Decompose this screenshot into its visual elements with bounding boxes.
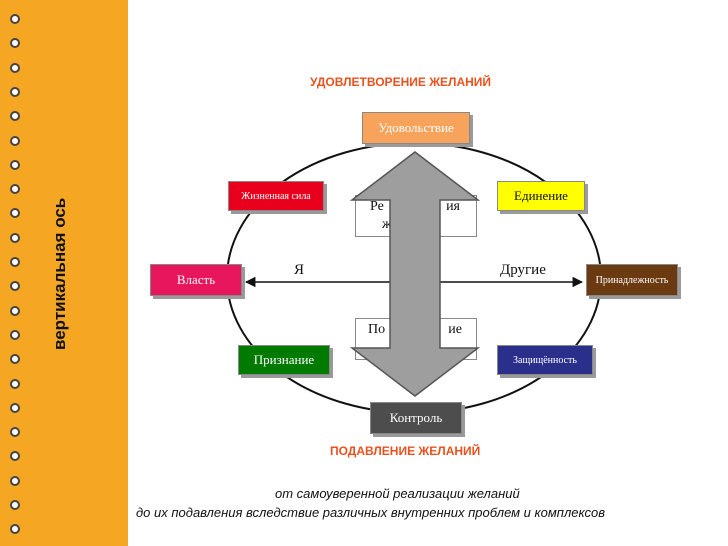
node-control: Контроль (370, 402, 462, 434)
bullet-dot (10, 354, 20, 365)
bullet-dot (10, 232, 20, 243)
axis-right-label: Другие (500, 262, 546, 278)
lower-inner-text-left: По (368, 322, 386, 337)
bullet-dot (10, 524, 20, 535)
lower-inner-text-right: ие (448, 322, 462, 337)
top-heading: УДОВЛЕТВОРЕНИЕ ЖЕЛАНИЙ (310, 75, 492, 89)
caption-line-1: от самоуверенной реализации желаний (275, 486, 520, 501)
bullet-dot (10, 257, 20, 267)
node-recognition: Признание (238, 345, 330, 375)
bullet-dot (10, 329, 20, 340)
bullet-dot (10, 281, 20, 292)
sidebar-strip (0, 0, 128, 546)
upper-inner-text-right: ия (446, 199, 460, 214)
bottom-heading: ПОДАВЛЕНИЕ ЖЕЛАНИЙ (330, 444, 481, 458)
bullet-dot (10, 159, 20, 170)
bullet-dot (10, 86, 20, 97)
axis-left-label: Я (294, 262, 305, 278)
node-security: Защищённость (497, 345, 593, 375)
bullet-dot (10, 111, 20, 122)
bullet-dot (10, 62, 20, 73)
upper-inner-text-second: ж (382, 217, 392, 232)
bullet-dot (10, 451, 20, 462)
bullet-dot (10, 184, 20, 195)
bullet-dot (10, 208, 20, 219)
bullet-dot (10, 427, 20, 438)
bullet-column (0, 0, 30, 546)
bullet-dot (10, 14, 20, 24)
bullet-dot (10, 402, 20, 413)
caption-line-2: до их подавления вследствие различных вн… (136, 505, 606, 520)
bullet-dot (10, 475, 20, 486)
bullet-dot (10, 135, 20, 146)
bullet-dot (10, 378, 20, 389)
bullet-dot (10, 38, 20, 49)
node-pleasure: Удовольствие (362, 112, 470, 144)
node-vitality: Жизненная сила (228, 181, 324, 211)
node-belonging: Принадлежность (586, 264, 678, 296)
node-power: Власть (150, 264, 242, 296)
bullet-dot (10, 305, 20, 316)
bullet-dot (10, 500, 20, 510)
node-unity: Единение (497, 181, 585, 211)
double-arrow-shape (349, 151, 481, 397)
upper-inner-text-left: Ре (370, 199, 384, 214)
